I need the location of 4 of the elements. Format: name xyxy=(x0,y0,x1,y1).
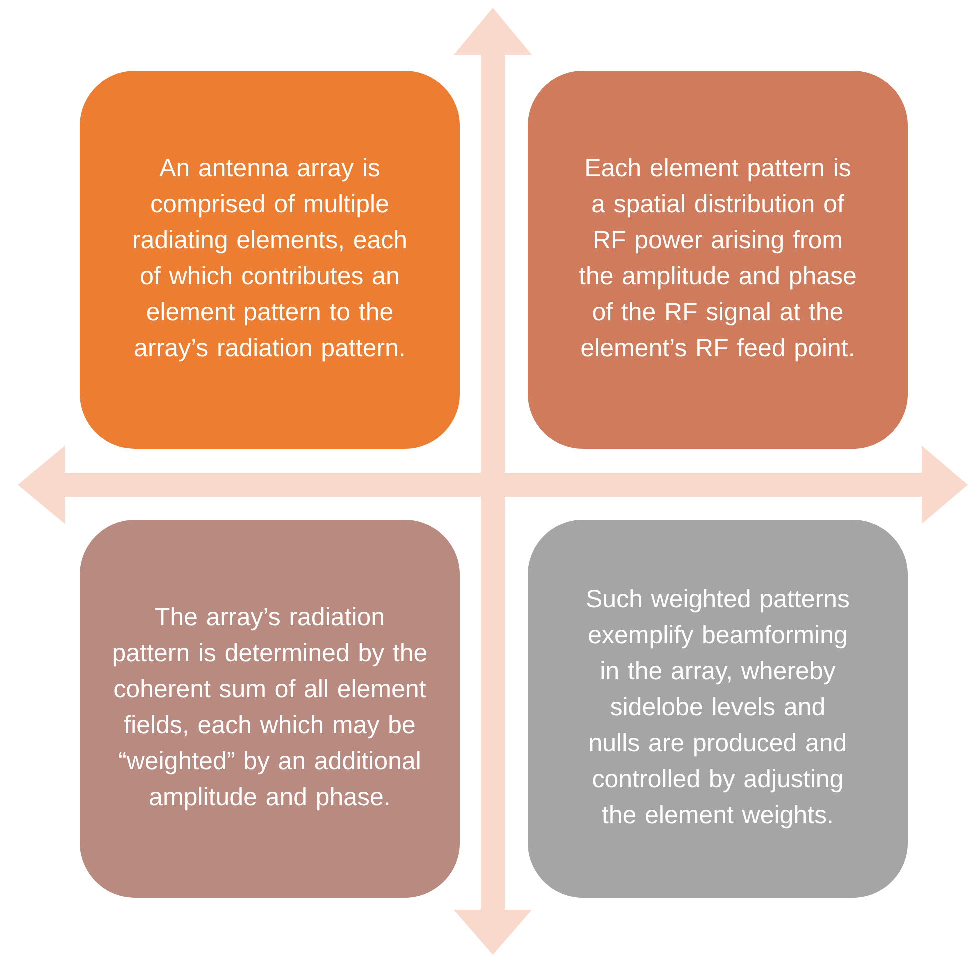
text-box: Such weighted patterns exemplify beamforming in the array, whereby sidelobe levels and nulls are produced and controlled by adjusting the element weights. xyxy=(528,520,908,898)
text-box: Each element pattern is a spatial distribution of RF power arising from the amplitude and phase of the RF signal at the element’s RF feed point. xyxy=(528,71,908,449)
text-box: The array’s radiation pattern is determined by the coherent sum of all element fields, each which may be “weighted” by an additional amplitude and phase. xyxy=(80,520,460,898)
text-box: An antenna array is comprised of multiple radiating elements, each of which contributes an element pattern to the array’s radiation pattern. xyxy=(80,71,460,449)
